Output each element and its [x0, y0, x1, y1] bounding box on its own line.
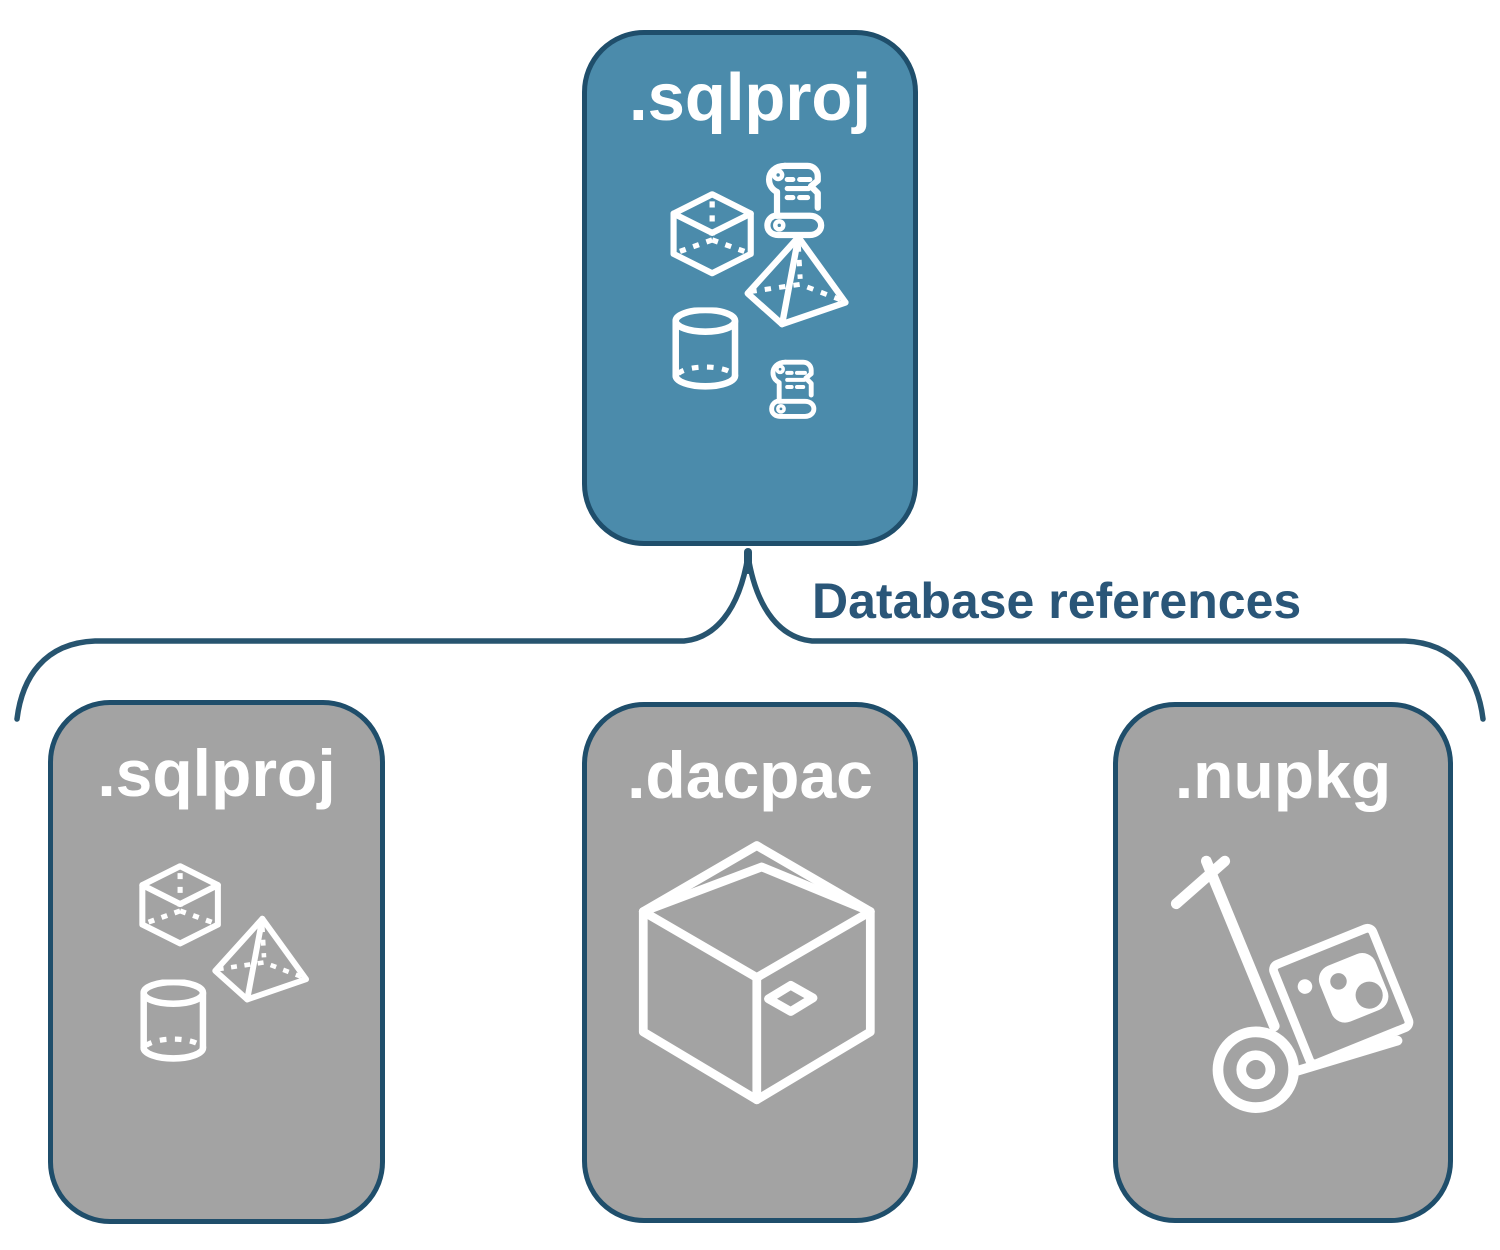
connector-label: Database references	[812, 573, 1302, 629]
child-sqlproj-label: .sqlproj	[97, 736, 336, 810]
wheel-icon	[1212, 1026, 1300, 1113]
cylinder-icon	[144, 982, 203, 1058]
package-box-icon	[638, 841, 875, 1105]
scroll-icon	[767, 166, 821, 235]
cube-icon	[674, 194, 751, 273]
scroll-icon	[772, 362, 814, 416]
node-child-nupkg: .nupkg	[1113, 702, 1453, 1223]
root-node-label: .sqlproj	[629, 60, 871, 135]
sql-objects-icon-cluster	[53, 705, 380, 1219]
sql-objects-icon-cluster	[587, 35, 913, 541]
hand-truck-handle-icon	[1170, 855, 1231, 910]
cylinder-icon	[676, 310, 735, 386]
node-root-sqlproj: .sqlproj	[582, 30, 918, 546]
cube-icon	[142, 866, 218, 943]
pyramid-icon	[748, 237, 846, 324]
node-child-dacpac: .dacpac	[582, 702, 918, 1223]
child-nupkg-label: .nupkg	[1174, 738, 1392, 812]
package-label-icon	[764, 980, 818, 1016]
node-child-sqlproj: .sqlproj	[48, 700, 385, 1224]
child-dacpac-label: .dacpac	[627, 738, 873, 812]
pyramid-icon	[215, 919, 306, 1000]
nuget-logo-icon	[1297, 953, 1389, 1023]
hand-truck-icon	[1170, 855, 1414, 1113]
nuget-package-icon	[1269, 923, 1414, 1069]
